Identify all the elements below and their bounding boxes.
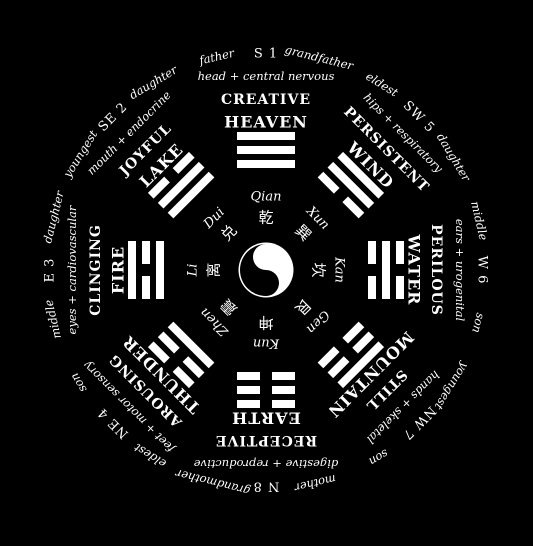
yang-line	[167, 171, 215, 219]
yin-dot	[262, 253, 270, 261]
yang-dot	[262, 279, 270, 287]
trigram-direction: E 3	[43, 258, 58, 283]
trigram-family-right: daughter	[434, 131, 474, 185]
family-right-group: son	[367, 447, 392, 469]
trigram-hanzi: 离	[205, 262, 223, 277]
trigram-body: ears + urogenital	[453, 219, 467, 322]
yin-line	[396, 241, 404, 299]
trigram-hanzi: 兑	[217, 221, 240, 244]
trigram-element: FIRE	[109, 246, 128, 294]
yin-line	[147, 151, 195, 199]
trigram-body: head + central nervous	[198, 69, 335, 83]
trigram-family-left: father	[197, 45, 237, 67]
trigram-family-left: mother	[292, 472, 338, 495]
family-left-group: father	[197, 45, 237, 67]
yin-line	[368, 241, 376, 299]
family-left-group: youngest	[432, 359, 473, 412]
family-left-group: middle	[468, 200, 491, 242]
yang-line	[327, 161, 375, 209]
trigram-hanzi: 坤	[258, 314, 273, 332]
trigram-direction: S 1	[254, 47, 278, 62]
yang-line	[382, 241, 390, 299]
trigram-family-right: son	[367, 447, 392, 469]
trigram-body: digestive + reproductive	[194, 457, 339, 471]
yin-line	[237, 400, 295, 408]
trigram-hanzi: 震	[217, 295, 240, 318]
family-right-group: son	[469, 311, 487, 334]
trigram-element: EARTH	[231, 409, 301, 428]
trigram-family-left: middle	[41, 298, 64, 340]
yang-line	[167, 321, 215, 369]
yin-line	[142, 241, 150, 299]
trigram-hanzi: 艮	[291, 295, 314, 318]
trigram-family-right: daughter	[127, 62, 181, 102]
trigram-body: eyes + cardiovascular	[65, 204, 79, 334]
yang-line	[237, 132, 295, 140]
yin-line	[147, 341, 195, 389]
trigram-quality: RECEPTIVE	[215, 432, 317, 448]
trigram-pinyin: Qian	[251, 190, 282, 205]
sector-qian: 乾 Qian HEAVEN CREATIVE head + central nervou…	[197, 42, 356, 226]
yin-line	[237, 372, 295, 380]
family-right-group: daughter	[434, 131, 474, 185]
trigram-hanzi: 坎	[310, 262, 328, 277]
family-right-group: daughter	[40, 188, 67, 245]
trigram-hanzi: 巽	[291, 221, 314, 244]
trigram-element: WATER	[405, 234, 424, 306]
trigram-hanzi: 乾	[258, 209, 273, 227]
trigram-pinyin: Li	[186, 264, 201, 278]
yang-line	[337, 341, 385, 389]
trigram-direction: N 8	[253, 479, 280, 494]
trigram-pinyin: Kun	[253, 336, 280, 351]
yin-line	[317, 321, 365, 369]
family-left-group: mother	[292, 472, 338, 495]
yin-line	[317, 171, 365, 219]
trigram-element: HEAVEN	[224, 113, 308, 132]
family-left-group: middle	[41, 298, 64, 340]
trigram-quality: CREATIVE	[221, 92, 311, 108]
trigram-family-right: son	[469, 311, 487, 334]
trigram-quality: PERILOUS	[428, 224, 444, 316]
yang-line	[156, 241, 164, 299]
sector-li: 离 Li FIRE CLINGING eyes + cardiovascular E 3 m…	[40, 188, 222, 340]
yin-line	[237, 386, 295, 394]
yin-line	[157, 331, 205, 379]
trigram-family-right: daughter	[40, 188, 67, 245]
trigram-quality: CLINGING	[88, 224, 104, 316]
yang-line	[128, 241, 136, 299]
trigram-pinyin: Kan	[332, 256, 347, 283]
yin-yang-symbol	[238, 242, 294, 298]
yang-line	[157, 161, 205, 209]
trigram-family-left: youngest	[432, 359, 473, 412]
trigram-direction: W 6	[475, 256, 490, 285]
trigram-family-left: middle	[468, 200, 491, 242]
yang-line	[237, 146, 295, 154]
yang-line	[237, 160, 295, 168]
family-right-group: daughter	[127, 62, 181, 102]
yin-line	[327, 331, 375, 379]
yang-line	[337, 151, 385, 199]
